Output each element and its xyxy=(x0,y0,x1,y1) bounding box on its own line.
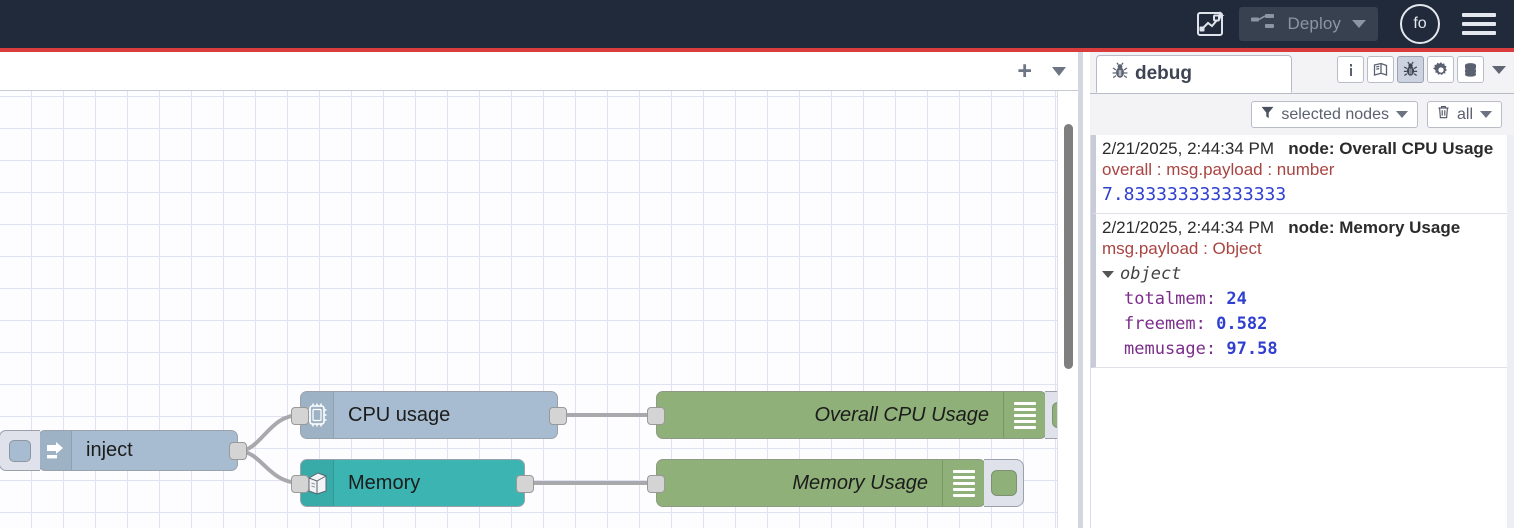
debug-message-node: node: Overall CPU Usage xyxy=(1288,139,1494,158)
canvas-vertical-scrollbar[interactable] xyxy=(1064,124,1073,369)
debug-lines-icon xyxy=(1003,392,1046,438)
debug-message-property: overall : msg.payload : number xyxy=(1102,160,1335,179)
node-cpu-usage[interactable]: CPU usage xyxy=(291,391,567,439)
deploy-chevron-down-icon[interactable] xyxy=(1352,20,1366,28)
debug-object-value: 0.582 xyxy=(1216,314,1268,334)
inject-trigger-button[interactable] xyxy=(0,430,40,471)
debug-message-timestamp: 2/21/2025, 2:44:34 PM xyxy=(1102,218,1275,237)
debug-bug-icon[interactable] xyxy=(1397,56,1424,83)
node-inject-label: inject xyxy=(86,439,133,461)
node-overall-cpu-usage-label: Overall CPU Usage xyxy=(814,403,989,426)
debug-scrollbar[interactable] xyxy=(1507,135,1514,528)
node-inject-output-port[interactable] xyxy=(229,442,247,460)
context-data-icon[interactable] xyxy=(1457,56,1484,83)
node-memory-input-port[interactable] xyxy=(291,475,309,493)
debug-lines-icon xyxy=(942,460,985,506)
deploy-label: Deploy xyxy=(1287,14,1341,33)
deploy-node-icon xyxy=(1250,13,1276,36)
debug-object-key: memusage xyxy=(1124,339,1206,359)
node-cpu-input-port[interactable] xyxy=(291,407,309,425)
debug-node-filter-label: selected nodes xyxy=(1281,105,1389,123)
tab-debug[interactable]: debug xyxy=(1096,55,1292,93)
sidebar-tool-buttons xyxy=(1337,56,1506,83)
node-memory-label: Memory xyxy=(348,471,421,494)
node-memory-usage-debug[interactable]: Memory Usage xyxy=(647,459,1024,507)
panel-divider[interactable] xyxy=(1078,52,1083,528)
settings-gear-icon[interactable] xyxy=(1427,56,1454,83)
workspace: + xyxy=(0,52,1082,528)
debug-message[interactable]: 2/21/2025, 2:44:34 PM node: Overall CPU … xyxy=(1091,135,1514,214)
debug-message-value: 7.833333333333333 xyxy=(1102,184,1287,205)
debug-message[interactable]: 2/21/2025, 2:44:34 PM node: Memory Usage… xyxy=(1091,214,1514,368)
debug-clear-button[interactable]: all xyxy=(1426,101,1502,128)
debug-message-list[interactable]: 2/21/2025, 2:44:34 PM node: Overall CPU … xyxy=(1090,135,1514,528)
node-overall-cpu-usage-debug[interactable]: Overall CPU Usage xyxy=(647,391,1082,439)
debug-message-header: 2/21/2025, 2:44:34 PM node: Memory Usage xyxy=(1102,218,1506,238)
trash-icon xyxy=(1437,105,1450,124)
debug-node-filter-button[interactable]: selected nodes xyxy=(1251,101,1418,128)
tab-debug-label: debug xyxy=(1135,63,1192,84)
bug-icon xyxy=(1111,62,1129,86)
node-cpu-usage-label: CPU usage xyxy=(348,403,451,426)
chevron-down-icon xyxy=(1102,270,1114,278)
hamburger-menu-icon[interactable] xyxy=(1462,9,1496,39)
avatar-initials: fo xyxy=(1413,15,1427,32)
debug-filter-row: selected nodes all xyxy=(1090,94,1514,135)
debug-message-header: 2/21/2025, 2:44:34 PM node: Overall CPU … xyxy=(1102,139,1506,159)
debug-sidebar: debug xyxy=(1090,52,1514,528)
debug-object-key: freemem xyxy=(1124,314,1196,334)
avatar[interactable]: fo xyxy=(1400,4,1440,44)
sidebar-menu-chevron-down-icon[interactable] xyxy=(1492,65,1506,74)
node-inject[interactable]: inject xyxy=(0,430,247,471)
debug-object-field: memusage: 97.58 xyxy=(1124,339,1278,359)
debug-clear-chevron-down-icon[interactable] xyxy=(1480,111,1492,118)
debug-object-value: 97.58 xyxy=(1226,339,1278,359)
debug-object-expander[interactable]: object xyxy=(1102,264,1506,284)
debug-node-filter-chevron-down-icon[interactable] xyxy=(1395,111,1408,118)
deploy-button[interactable]: Deploy xyxy=(1239,7,1378,41)
header-accent-line xyxy=(0,48,1514,52)
sidebar-tab-bar: debug xyxy=(1090,52,1514,94)
debug-toggle-button[interactable] xyxy=(984,459,1024,507)
node-memory[interactable]: Memory xyxy=(291,459,534,507)
node-overall-cpu-usage-input-port[interactable] xyxy=(647,407,665,425)
flow-list-chevron-down-icon[interactable] xyxy=(1052,66,1066,76)
node-memory-output-port[interactable] xyxy=(516,475,534,493)
debug-object-field: freemem: 0.582 xyxy=(1124,314,1268,334)
info-icon[interactable] xyxy=(1337,56,1364,83)
debug-message-node: node: Memory Usage xyxy=(1288,218,1461,237)
flow-sparkle-icon[interactable] xyxy=(1189,6,1231,42)
node-cpu-output-port[interactable] xyxy=(549,407,567,425)
debug-object-label: object xyxy=(1120,264,1182,284)
workspace-tab-bar: + xyxy=(0,52,1082,91)
debug-message-property: msg.payload : Object xyxy=(1102,239,1262,258)
node-memory-usage-label: Memory Usage xyxy=(792,471,928,494)
inject-arrow-icon xyxy=(39,431,72,470)
debug-object-field: totalmem: 24 xyxy=(1124,289,1247,309)
debug-object-value: 24 xyxy=(1226,289,1247,309)
app-header: Deploy fo xyxy=(0,0,1514,48)
node-memory-usage-input-port[interactable] xyxy=(647,475,665,493)
debug-clear-label: all xyxy=(1456,105,1473,123)
flow-canvas[interactable]: inject CP xyxy=(0,91,1082,528)
debug-message-timestamp: 2/21/2025, 2:44:34 PM xyxy=(1102,139,1275,158)
library-book-icon[interactable] xyxy=(1367,56,1394,83)
funnel-icon xyxy=(1261,106,1274,124)
debug-object-key: totalmem xyxy=(1124,289,1206,309)
add-flow-button[interactable]: + xyxy=(1017,56,1032,85)
